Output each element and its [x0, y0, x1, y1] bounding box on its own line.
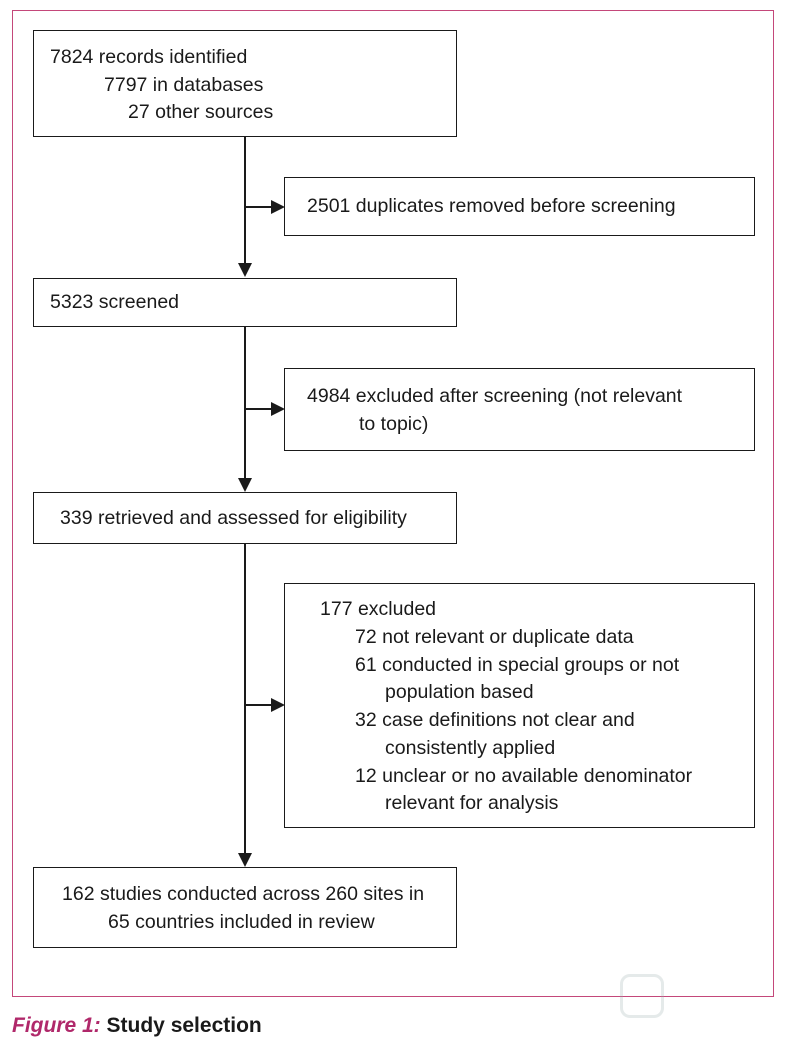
- connector-line: [244, 327, 246, 479]
- branch-line: [244, 408, 272, 410]
- excluded-reason-special-groups: 61 conducted in special groups or not: [355, 654, 680, 676]
- screened-text: 5323 screened: [50, 291, 180, 313]
- arrow-down-icon: [238, 478, 252, 492]
- retrieved-assessed-text: 339 retrieved and assessed for eligibili…: [60, 507, 407, 529]
- figure-title: Study selection: [106, 1014, 262, 1037]
- arrow-right-icon: [271, 698, 285, 712]
- screened-box: 5323 screened: [33, 278, 457, 327]
- figure-caption: Figure 1: Study selection: [12, 1014, 262, 1038]
- records-identified-total: 7824 records identified: [50, 46, 248, 68]
- excluded-reason-case-definitions: 32 case definitions not clear and: [355, 709, 635, 731]
- branch-line: [244, 704, 272, 706]
- connector-line: [244, 544, 246, 855]
- excluded-eligibility-box: 177 excluded 72 not relevant or duplicat…: [284, 583, 755, 828]
- watermark-logo: [620, 972, 770, 1026]
- excluded-reason-special-groups-cont: population based: [385, 681, 534, 703]
- records-other-sources: 27 other sources: [128, 101, 274, 123]
- included-studies-text-cont: 65 countries included in review: [108, 911, 375, 933]
- arrow-right-icon: [271, 402, 285, 416]
- records-identified-box: 7824 records identified 7797 in database…: [33, 30, 457, 137]
- excluded-after-screening-text-cont: to topic): [359, 413, 429, 435]
- figure-label: Figure 1:: [12, 1014, 101, 1037]
- duplicates-removed-text: 2501 duplicates removed before screening: [307, 195, 676, 217]
- figure-frame: [12, 10, 774, 997]
- arrow-right-icon: [271, 200, 285, 214]
- excluded-reason-denominator-cont: relevant for analysis: [385, 792, 559, 814]
- connector-line: [244, 137, 246, 264]
- branch-line: [244, 206, 272, 208]
- excluded-total: 177 excluded: [320, 598, 437, 620]
- arrow-down-icon: [238, 853, 252, 867]
- records-in-databases: 7797 in databases: [104, 74, 264, 96]
- included-studies-text: 162 studies conducted across 260 sites i…: [62, 883, 425, 905]
- excluded-after-screening-box: 4984 excluded after screening (not relev…: [284, 368, 755, 451]
- excluded-after-screening-text: 4984 excluded after screening (not relev…: [307, 385, 683, 407]
- included-studies-box: 162 studies conducted across 260 sites i…: [33, 867, 457, 948]
- watermark-icon: [620, 974, 664, 1018]
- retrieved-assessed-box: 339 retrieved and assessed for eligibili…: [33, 492, 457, 544]
- excluded-reason-case-definitions-cont: consistently applied: [385, 737, 556, 759]
- excluded-reason-denominator: 12 unclear or no available denominator: [355, 765, 693, 787]
- arrow-down-icon: [238, 263, 252, 277]
- excluded-reason-not-relevant: 72 not relevant or duplicate data: [355, 626, 634, 648]
- duplicates-removed-box: 2501 duplicates removed before screening: [284, 177, 755, 236]
